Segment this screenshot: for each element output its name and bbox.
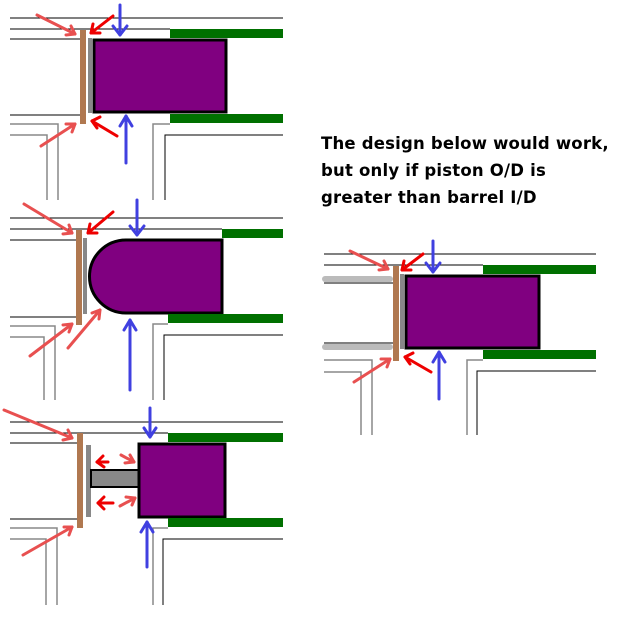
flow-arrows	[2, 408, 137, 557]
tube-top	[322, 276, 393, 282]
valve-plate	[86, 445, 91, 517]
caption-line-3: greater than barrel I/D	[321, 188, 537, 207]
panel-working-design	[322, 239, 596, 435]
pressure-arrows	[111, 3, 134, 165]
piston	[137, 442, 227, 519]
pressure-arrows	[139, 406, 158, 569]
valve-plate	[83, 238, 87, 314]
barrel-bottom	[483, 350, 596, 359]
piston	[88, 238, 224, 315]
valve-seal	[77, 433, 83, 528]
valve-plate	[400, 274, 404, 349]
panel-flat-piston	[10, 3, 283, 200]
piston	[92, 38, 228, 114]
valve-seal	[76, 230, 82, 325]
caption-line-1: The design below would work,	[321, 134, 609, 153]
flow-arrows	[348, 249, 433, 384]
panel-rod-piston	[2, 406, 283, 605]
design-caption: The design below would work, but only if…	[321, 130, 609, 211]
flow-arrows	[35, 13, 119, 148]
pressure-arrows	[122, 198, 146, 392]
flow-arrows	[22, 202, 115, 358]
pressure-arrows	[424, 239, 447, 401]
tube-bottom	[322, 344, 393, 350]
barrel-bottom	[168, 314, 283, 323]
barrel-top	[222, 229, 283, 238]
barrel-top	[170, 29, 283, 38]
barrel-bottom	[168, 518, 283, 527]
piston	[404, 274, 541, 350]
panel-rounded-piston	[10, 198, 283, 400]
barrel-top	[483, 265, 596, 274]
barrel-bottom	[170, 114, 283, 123]
piston-rod	[90, 469, 140, 488]
valve-seal	[80, 30, 86, 124]
caption-line-2: but only if piston O/D is	[321, 161, 546, 180]
valve-plate	[88, 38, 92, 113]
valve-seal	[393, 266, 399, 361]
barrel-top	[168, 433, 283, 442]
